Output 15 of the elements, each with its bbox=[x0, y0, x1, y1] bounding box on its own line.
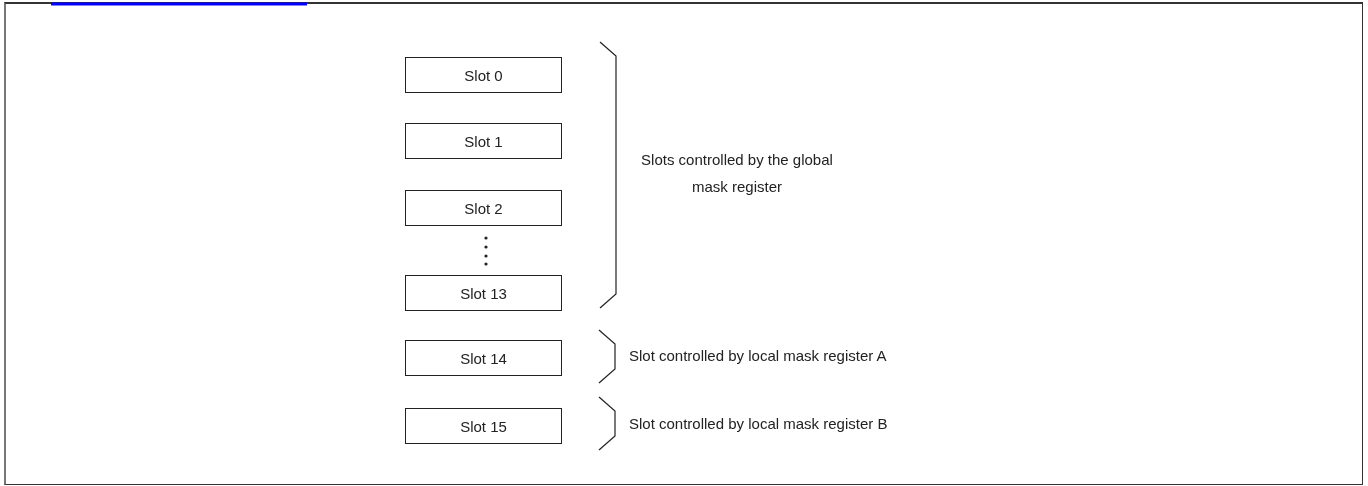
slot-box bbox=[405, 123, 562, 159]
bracket-annotation: Slot controlled by local mask register B bbox=[629, 414, 889, 434]
slot-label: Slot 14 bbox=[460, 349, 507, 367]
slot-label: Slot 1 bbox=[464, 132, 503, 150]
slot-box bbox=[405, 275, 562, 311]
slot-box bbox=[405, 190, 562, 226]
slot-box bbox=[405, 57, 562, 93]
slot-box bbox=[405, 340, 562, 376]
slot-box bbox=[405, 408, 562, 444]
slot-label: Slot 15 bbox=[460, 417, 507, 435]
bracket-annotation: Slot controlled by local mask register A bbox=[629, 346, 888, 366]
slot-label: Slot 13 bbox=[460, 284, 507, 302]
slot-label: Slot 2 bbox=[464, 199, 503, 217]
slot-label: Slot 0 bbox=[464, 66, 503, 84]
bracket-annotation: Slots controlled by the global mask register bbox=[640, 150, 834, 197]
